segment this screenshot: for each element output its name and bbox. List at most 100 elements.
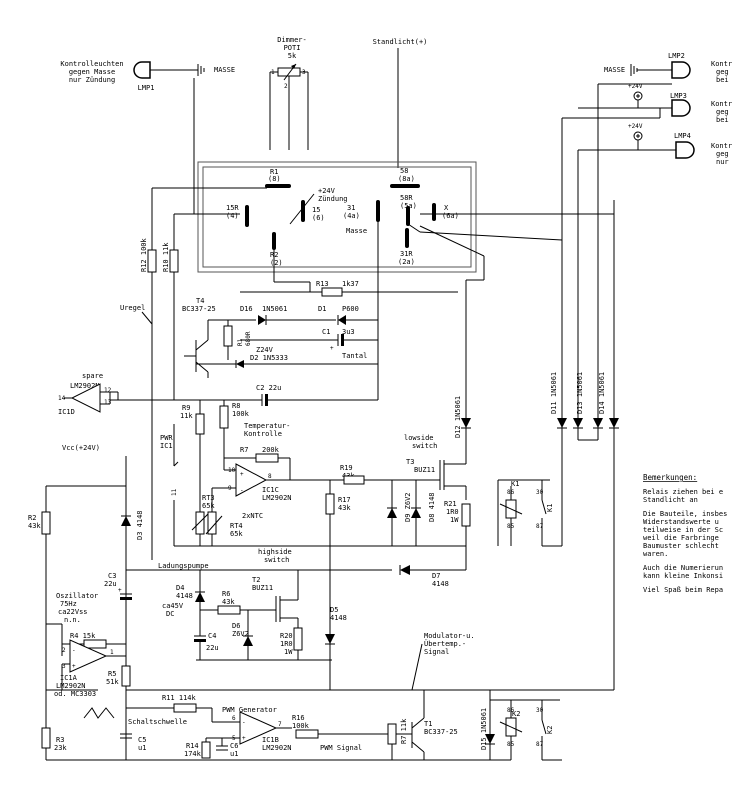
c1-value: 3u3 (342, 328, 355, 336)
pin11-label: 11 (171, 488, 178, 496)
svg-text:+: + (242, 735, 246, 742)
ntc-label: 2xNTC (242, 512, 263, 520)
notes-line-4: Die Bauteile, insbes (643, 510, 727, 518)
ic1a-type-2: od. MC3303 (54, 690, 96, 698)
notes-line-8: Baumuster schlecht (643, 542, 719, 550)
r7-label: R7 (240, 446, 248, 454)
lmp1-note-2: gegen Masse (69, 68, 115, 76)
sw-x: X (444, 204, 449, 212)
t4-type: BC337-25 (182, 305, 216, 313)
relay-k1: K1 86 85 30 87 K1 (497, 479, 562, 547)
sw-58r: 58R (400, 194, 413, 202)
dc-label: DC (166, 610, 174, 618)
relay-k2: D15 1N5061 K2 86 85 30 87 K2 (466, 690, 562, 761)
oscillator-ic1a: Oszillator 75Hz ca22Vss n.n. R4 15k -+ 2… (46, 592, 131, 698)
notes-block: Bemerkungen: Relais ziehen bei e Standli… (643, 473, 727, 594)
ic1b-type: LM2902N (262, 744, 292, 752)
d4-value: 4148 (176, 592, 193, 600)
poti-value: 5k (288, 52, 297, 60)
notes-line-6: teilweise in der Sc (643, 526, 723, 534)
highside-2: switch (264, 556, 289, 564)
lmp2-note-1: Kontr (711, 60, 732, 68)
ic1a-type-1: LM2902N (56, 682, 86, 690)
notes-line-9: waren. (643, 550, 668, 558)
rt4-label: RT4 (230, 522, 243, 530)
lmp3-note-3: bei (716, 116, 729, 124)
sw-zuendung: Zündung (318, 195, 348, 203)
lamp-lmp1: MASSE LMP1 Kontrolleuchten gegen Masse n… (60, 60, 235, 92)
ic1a-pin1: 1 (110, 649, 114, 656)
lmp2-label: LMP2 (668, 52, 685, 60)
k2-pin87: 87 (536, 741, 544, 748)
svg-text:-: - (72, 647, 76, 654)
r13-wire: R13 1k37 (240, 280, 458, 297)
lmp4-note-1: Kontr (711, 142, 732, 150)
t3-type: BUZ11 (414, 466, 435, 474)
k2-contact-label: K2 (546, 726, 554, 734)
lmp2-note-3: bei (716, 76, 729, 84)
sw-15b: (6) (312, 214, 325, 222)
r17-label: R17 (338, 496, 351, 504)
r10-label: R10 11k (162, 242, 170, 272)
r14-label: R14 (186, 742, 199, 750)
mod-2: Übertemp.- (424, 639, 466, 648)
ic1d-pin12: 12 (104, 387, 112, 394)
r21-label: R21 (444, 500, 457, 508)
c1-label: C1 (322, 328, 330, 336)
r13-value: 1k37 (342, 280, 359, 288)
highside-1: highside (258, 548, 292, 556)
svg-text:-: - (242, 719, 246, 726)
notes-heading: Bemerkungen: (643, 473, 697, 482)
plus24-label-2: +24V (628, 123, 643, 130)
r9-value: 11k (180, 412, 193, 420)
osz-4: n.n. (64, 616, 81, 624)
notes-line-14: Viel Spaß beim Repa (643, 586, 723, 594)
spare-label: spare (82, 372, 103, 380)
sw-31rb: (2a) (398, 258, 415, 266)
c4-label: C4 (208, 632, 216, 640)
r6-value: 43k (222, 598, 235, 606)
masse-label-1: MASSE (214, 66, 235, 74)
k1-pin30: 30 (536, 489, 544, 496)
r21-watt: 1W (450, 516, 459, 524)
lmp1-note-1: Kontrolleuchten (60, 60, 123, 68)
svg-text:+: + (72, 663, 76, 670)
r8-label: R8 (232, 402, 240, 410)
pwm-generator-ic1b: R11 114k PWM Generator -+ 6 5 7 IC1B LM2… (126, 694, 380, 752)
masse-label-2: MASSE (604, 66, 625, 74)
c6-value: u1 (230, 750, 238, 758)
c3-value: 22u (104, 580, 117, 588)
standlicht-label: Standlicht(+) (373, 38, 428, 46)
t2-type: BUZ11 (252, 584, 273, 592)
r9-label: R9 (182, 404, 190, 412)
rt3-label: RT3 (202, 494, 215, 502)
k2-label: K2 (512, 710, 520, 718)
r2-value: 43k (28, 522, 41, 530)
ic1a-pin3: 3 (62, 663, 66, 670)
d2-label: D2 1N5333 (250, 354, 288, 362)
poti-title: Dimmer- (277, 36, 307, 44)
t3-label: T3 (406, 458, 414, 466)
r13-label: R13 (316, 280, 329, 288)
resistor-r21: R21 1R0 1W (444, 500, 471, 546)
r20-label: R20 (280, 632, 293, 640)
pwr-label: PWR (160, 434, 173, 442)
sw-58b: (8a) (398, 175, 415, 183)
ic1a-label: IC1A (60, 674, 78, 682)
mod-3: Signal (424, 648, 449, 656)
zener-d2: Z24V D2 1N5333 (196, 346, 378, 368)
rt3-value: 65k (202, 502, 215, 510)
notes-line-2: Standlicht an (643, 496, 698, 504)
pwr-label-2: IC1 (160, 442, 173, 450)
d11-label: D11 1N5061 (550, 372, 558, 414)
d9-label: D9 Z6V2 (404, 492, 412, 522)
d7-label: D7 (432, 572, 440, 580)
d8-label: D8 4148 (428, 492, 436, 522)
c5-value: u1 (138, 744, 146, 752)
osz-2: 75Hz (60, 600, 77, 608)
r7-value: 200k (262, 446, 280, 454)
ca45-label: ca45V (162, 602, 184, 610)
light-switch-box: R1 (8) 15R (4) +24V Zündung 15 (6) R2 (2… (197, 161, 614, 273)
ic1b-pin7: 7 (278, 721, 282, 728)
